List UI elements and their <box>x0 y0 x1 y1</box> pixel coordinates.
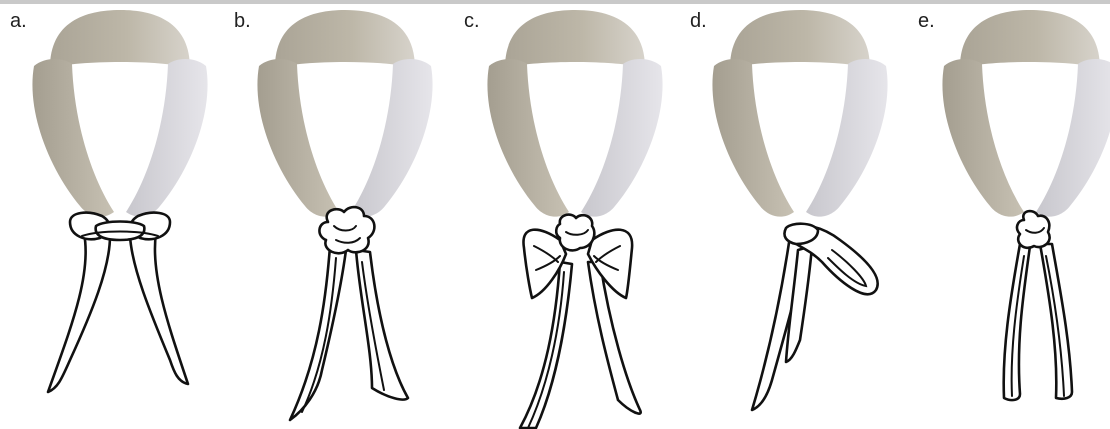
panel-a-illustration <box>32 10 207 392</box>
panel-label-a: a. <box>10 10 27 33</box>
panel-d-illustration <box>712 10 887 410</box>
panel-e-illustration <box>942 10 1110 400</box>
panel-b-left-tail <box>290 246 346 420</box>
panel-a-right-tail <box>130 233 188 384</box>
panel-b-illustration <box>257 10 432 420</box>
panel-a-left-tail <box>48 233 110 392</box>
panel-label-e: e. <box>918 10 935 33</box>
panel-label-c: c. <box>464 10 480 33</box>
panel-c-knot <box>556 215 594 251</box>
panel-label-d: d. <box>690 10 707 33</box>
panel-e-left-tail <box>1004 244 1030 400</box>
panel-e-right-tail <box>1040 244 1072 399</box>
panel-e-knot <box>1017 211 1050 248</box>
panel-label-b: b. <box>234 10 251 33</box>
panel-c-illustration <box>487 10 662 428</box>
